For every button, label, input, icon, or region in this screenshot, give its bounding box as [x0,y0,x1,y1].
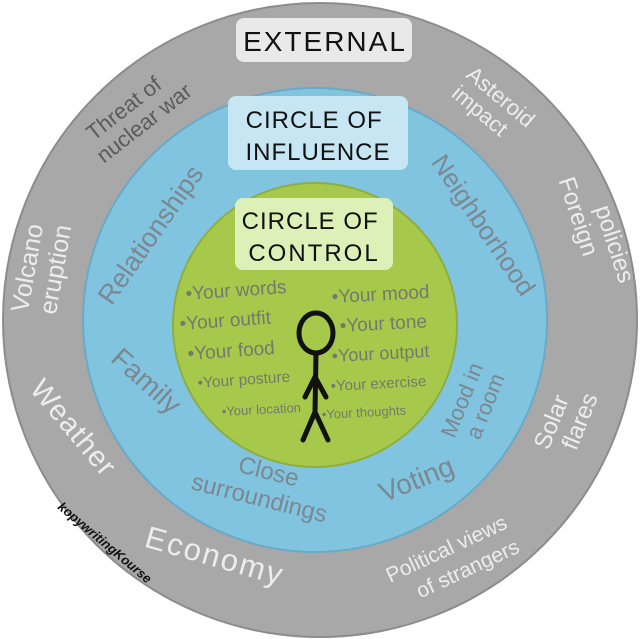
stick-figure-left-leg [300,409,318,443]
control-item-your-tone: •Your tone [339,311,427,337]
control-items-right: •Your mood •Your tone •Your output •Your… [321,282,430,422]
influence-label-text: CIRCLE OF INFLUENCE [245,107,390,166]
influence-label-line-1: CIRCLE OF [246,107,383,134]
control-label-text: CIRCLE OF CONTROL [242,208,387,267]
external-label: EXTERNAL [236,18,412,62]
control-label: CIRCLE OF CONTROL [235,198,393,270]
control-item-your-location: •Your location [221,400,301,419]
external-label-text: EXTERNAL [243,26,407,57]
control-item-your-posture: •Your posture [197,369,291,392]
control-label-box [235,198,393,270]
stick-figure-left-arm [302,374,318,400]
control-label-line-1: CIRCLE OF [242,208,379,235]
influence-label: CIRCLE OF INFLUENCE [228,96,408,170]
stick-figure-icon [296,310,336,443]
influence-label-line-2: INFLUENCE [245,139,390,166]
stick-figure-right-leg [312,409,331,443]
control-item-your-exercise: •Your exercise [330,373,426,395]
external-item-volcano: Volcano eruption [6,215,78,319]
external-label-box [236,18,412,62]
external-item-volcano-text: Volcano eruption [6,215,78,319]
stick-figure-right-arm [312,374,329,400]
control-item-your-mood: •Your mood [331,282,430,308]
influence-label-box [228,96,408,170]
control-label-line-2: CONTROL [248,240,379,267]
control-item-your-thoughts: •Your thoughts [321,403,406,422]
